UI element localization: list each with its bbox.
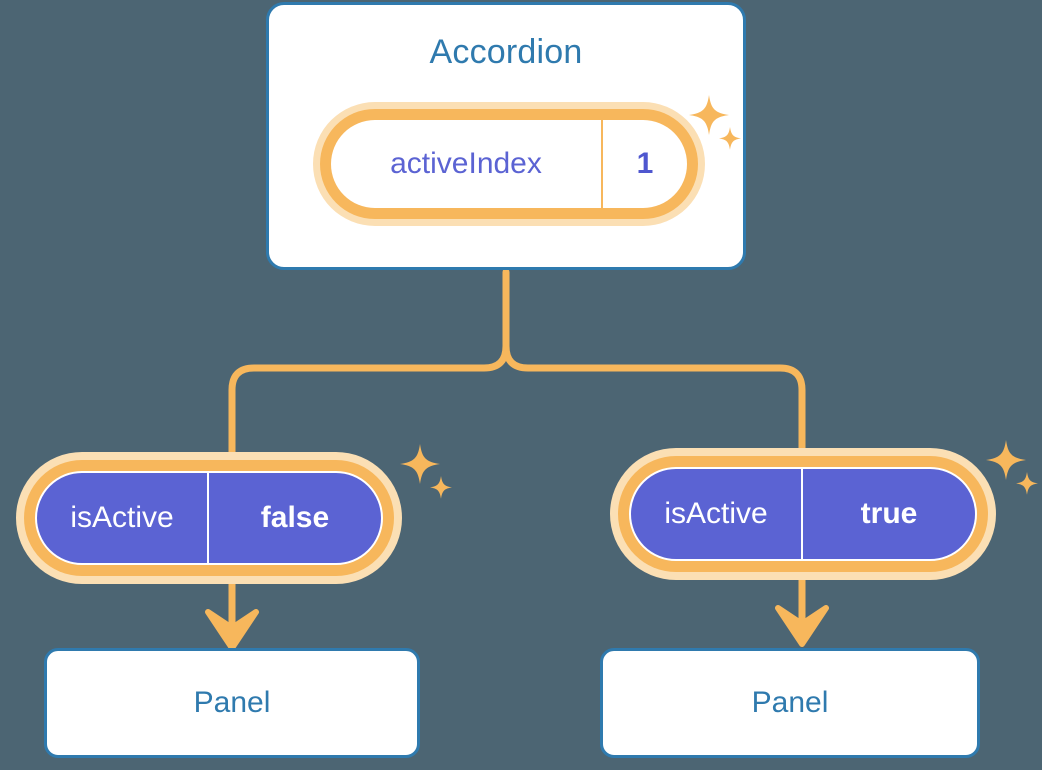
state-key-label: isActive — [631, 469, 803, 559]
connector-branch-left — [228, 342, 510, 456]
state-value-label: false — [260, 501, 330, 534]
pill-inner: isActive true — [629, 467, 977, 561]
state-pill-active-index[interactable]: activeIndex 1 — [313, 102, 705, 226]
connector-branch-right — [502, 342, 806, 452]
state-key-label: activeIndex — [331, 120, 603, 208]
state-key-label: isActive — [37, 473, 209, 563]
panel-card-right[interactable]: Panel — [600, 648, 980, 758]
state-value-label: 1 — [636, 147, 654, 180]
arrow-head-right — [775, 605, 829, 647]
state-pill-is-active-right[interactable]: isActive true — [610, 448, 996, 580]
panel-title: Panel — [751, 686, 829, 719]
accordion-component-card[interactable]: Accordion activeIndex 1 — [266, 2, 746, 270]
accordion-title: Accordion — [429, 33, 583, 71]
sparkle-icon — [984, 438, 1040, 500]
state-value-label: true — [860, 497, 918, 530]
panel-title: Panel — [193, 686, 271, 719]
state-pill-is-active-left[interactable]: isActive false — [16, 452, 402, 584]
panel-card-left[interactable]: Panel — [44, 648, 420, 758]
sparkle-icon — [398, 442, 454, 504]
arrow-head-left — [205, 609, 259, 651]
pill-inner: activeIndex 1 — [331, 120, 687, 208]
pill-inner: isActive false — [35, 471, 383, 565]
